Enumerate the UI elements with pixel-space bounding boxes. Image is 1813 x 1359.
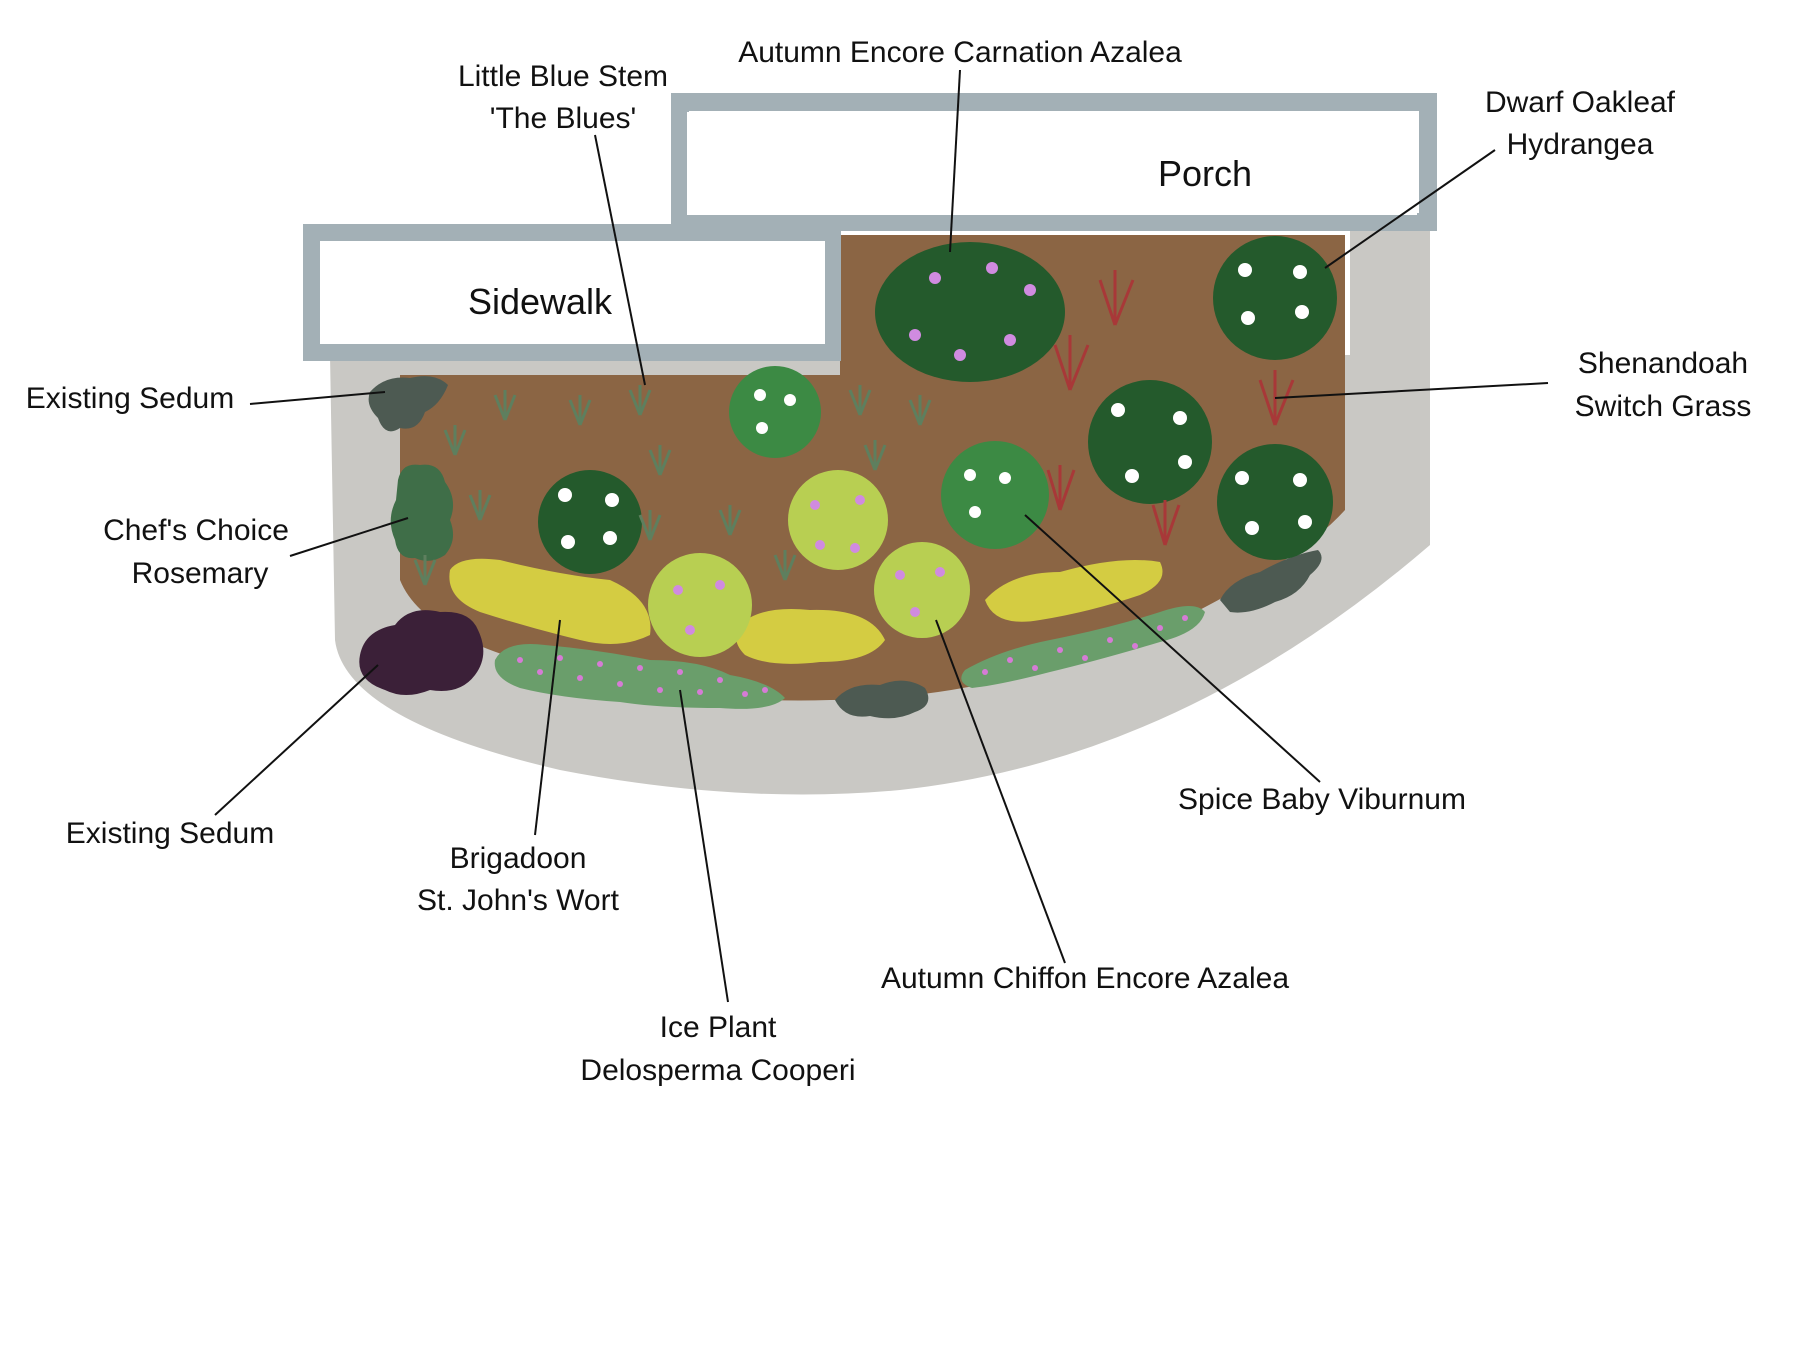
st-johns-wort-plants bbox=[449, 558, 1163, 664]
plant-label-autumn-chiffon: Autumn Chiffon Encore Azalea bbox=[881, 962, 1289, 995]
sidewalk-surface bbox=[320, 241, 825, 344]
plant-label-little-blue-stem: Little Blue Stem 'The Blues' bbox=[458, 60, 668, 135]
existing-sedum-plant bbox=[1220, 550, 1322, 613]
ice-plant-flowers bbox=[517, 615, 1188, 697]
little-blue-stem-grasses bbox=[413, 385, 932, 586]
label-line: Shenandoah bbox=[1578, 347, 1748, 380]
shrub-flowers bbox=[558, 263, 1312, 549]
label-line: Little Blue Stem bbox=[458, 60, 668, 93]
plant-label-existing-sedum-bottom: Existing Sedum bbox=[66, 817, 274, 850]
plant-label-dwarf-oakleaf: Dwarf Oakleaf Hydrangea bbox=[1485, 86, 1676, 161]
rosemary-plant bbox=[390, 464, 454, 561]
label-line: Existing Sedum bbox=[66, 817, 274, 850]
label-line: Autumn Chiffon Encore Azalea bbox=[881, 962, 1289, 995]
label-line: Chef's Choice bbox=[103, 514, 289, 547]
leader-lines bbox=[214, 69, 1549, 1003]
label-line: Rosemary bbox=[132, 557, 269, 590]
existing-sedum-plant bbox=[835, 680, 929, 719]
label-line: Delosperma Cooperi bbox=[580, 1054, 855, 1087]
ice-plant-band bbox=[494, 644, 785, 709]
label-line: Hydrangea bbox=[1507, 128, 1654, 161]
plant-label-shenandoah: Shenandoah Switch Grass bbox=[1575, 347, 1752, 423]
label-line: Dwarf Oakleaf bbox=[1485, 86, 1676, 119]
label-line: St. John's Wort bbox=[417, 884, 620, 917]
plant-label-brigadoon: Brigadoon St. John's Wort bbox=[417, 842, 620, 917]
switch-grass-plants bbox=[1046, 270, 1295, 546]
label-line: Existing Sedum bbox=[26, 382, 234, 415]
plant-label-ice-plant: Ice Plant Delosperma Cooperi bbox=[580, 1011, 855, 1087]
plant-label-spice-baby: Spice Baby Viburnum bbox=[1178, 783, 1466, 816]
sidewalk-label: Sidewalk bbox=[468, 281, 613, 322]
label-line: Ice Plant bbox=[660, 1011, 777, 1044]
existing-sedum-plant bbox=[368, 376, 448, 432]
porch-surface bbox=[687, 112, 1417, 215]
porch-label: Porch bbox=[1158, 153, 1252, 194]
spice-baby-viburnum-plants bbox=[729, 366, 1049, 549]
label-line: Spice Baby Viburnum bbox=[1178, 783, 1466, 816]
azalea-flowers bbox=[673, 262, 1036, 635]
plant-label-autumn-encore-carnation: Autumn Encore Carnation Azalea bbox=[738, 36, 1182, 69]
label-line: Autumn Encore Carnation Azalea bbox=[738, 36, 1182, 69]
label-line: 'The Blues' bbox=[490, 102, 637, 135]
paving-joint bbox=[672, 226, 837, 238]
ice-plant-band bbox=[961, 606, 1205, 688]
label-line: Switch Grass bbox=[1575, 390, 1752, 423]
autumn-chiffon-azalea-plants bbox=[648, 470, 970, 657]
plant-label-chefs-choice: Chef's Choice Rosemary bbox=[103, 514, 289, 590]
existing-sedum-plant bbox=[359, 610, 484, 695]
label-line: Brigadoon bbox=[450, 842, 587, 875]
plant-label-existing-sedum-top: Existing Sedum bbox=[26, 382, 234, 415]
